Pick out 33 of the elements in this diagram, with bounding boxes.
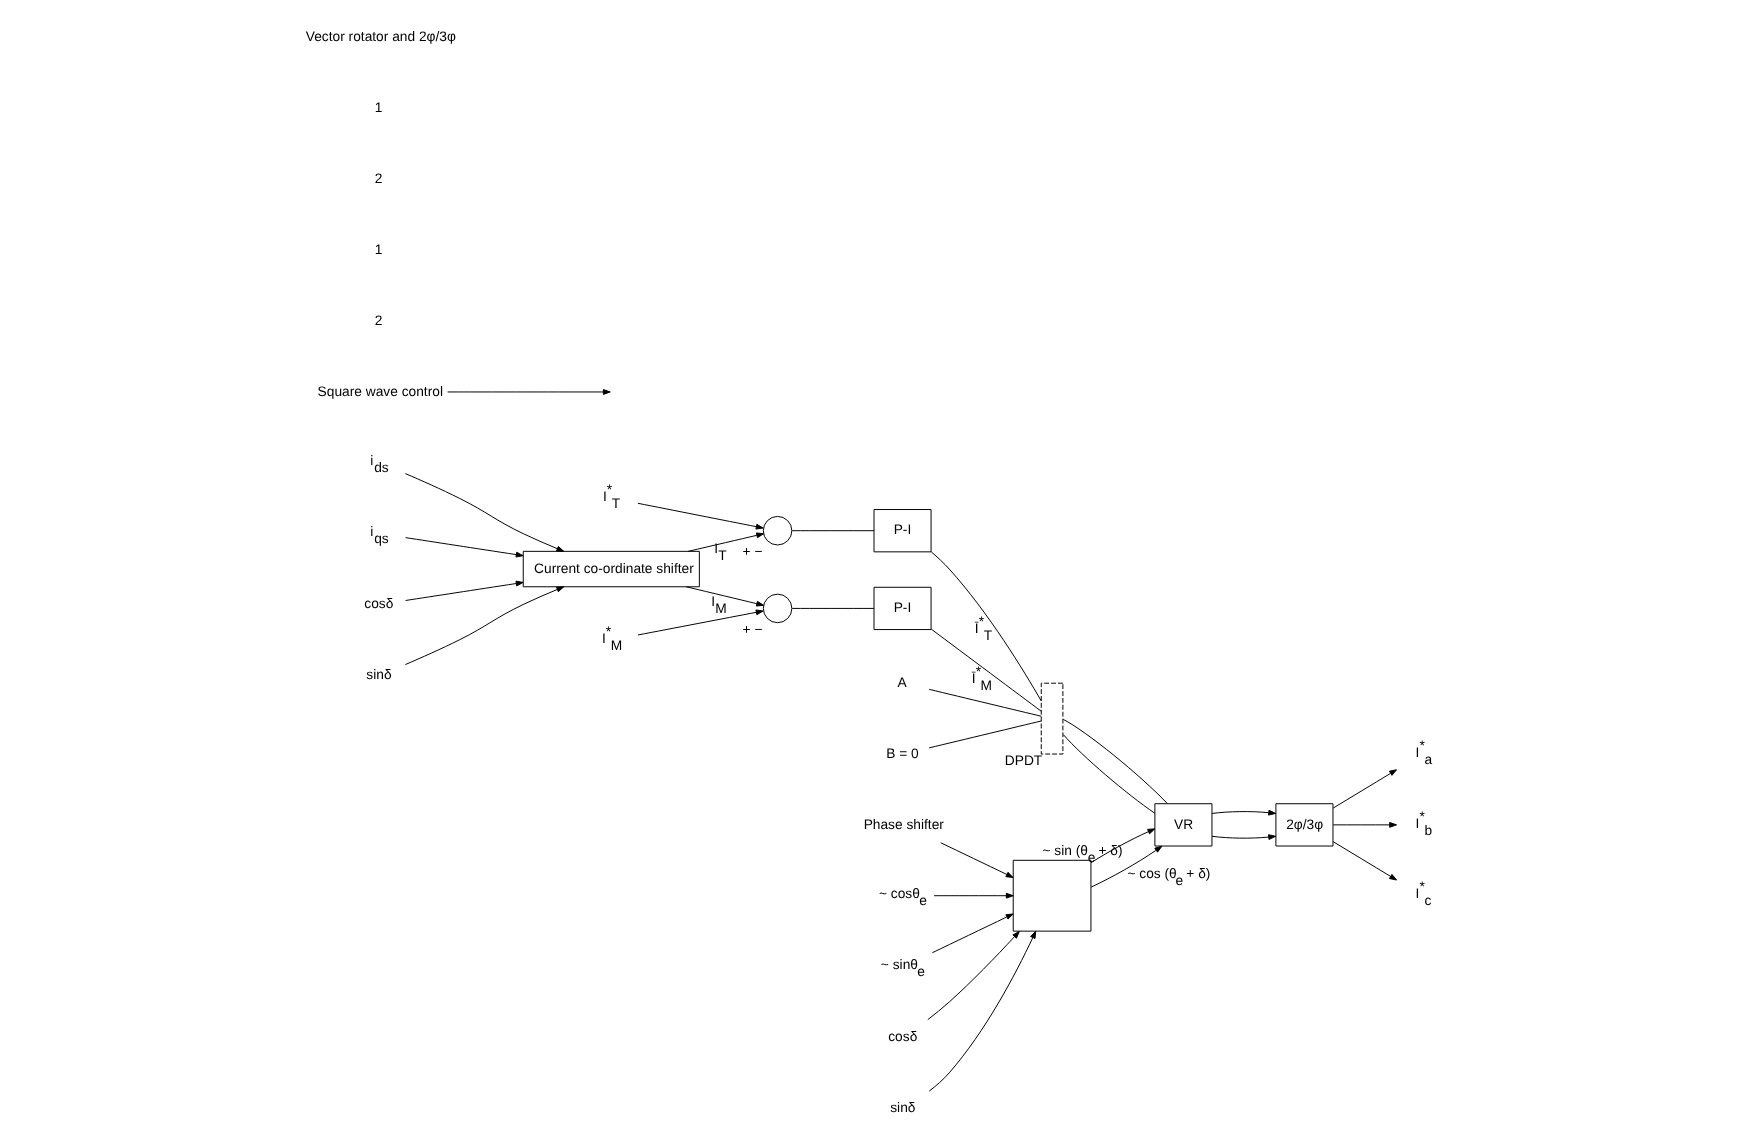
connector bbox=[791, 607, 875, 609]
arrow bbox=[1332, 841, 1398, 881]
connector bbox=[1062, 734, 1156, 814]
connector bbox=[1062, 718, 1168, 804]
arrow bbox=[637, 609, 764, 636]
arrow bbox=[933, 892, 1014, 899]
arrow bbox=[1090, 828, 1156, 864]
arrow bbox=[927, 930, 1020, 1021]
arrow bbox=[1332, 769, 1398, 809]
arrow bbox=[405, 537, 524, 558]
node-circle bbox=[762, 593, 793, 624]
arrow bbox=[404, 586, 565, 666]
arrow bbox=[637, 502, 764, 530]
arrow bbox=[940, 842, 1014, 878]
connector bbox=[928, 688, 1042, 717]
arrow bbox=[928, 930, 1037, 1092]
arrow bbox=[685, 586, 765, 607]
arrow bbox=[687, 532, 765, 552]
arrow bbox=[447, 389, 611, 395]
connector bbox=[930, 551, 1042, 702]
arrow bbox=[405, 580, 524, 601]
node-box bbox=[1012, 859, 1092, 932]
connector bbox=[930, 628, 1042, 712]
node-switch bbox=[1040, 682, 1064, 755]
connector bbox=[791, 530, 875, 532]
connector bbox=[928, 720, 1042, 749]
arrow bbox=[404, 473, 565, 552]
node-circle bbox=[762, 515, 793, 546]
arrow bbox=[1211, 834, 1277, 840]
arrow bbox=[1090, 845, 1163, 888]
arrow bbox=[931, 913, 1014, 954]
arrow bbox=[1211, 809, 1277, 816]
arrow bbox=[1332, 821, 1398, 828]
